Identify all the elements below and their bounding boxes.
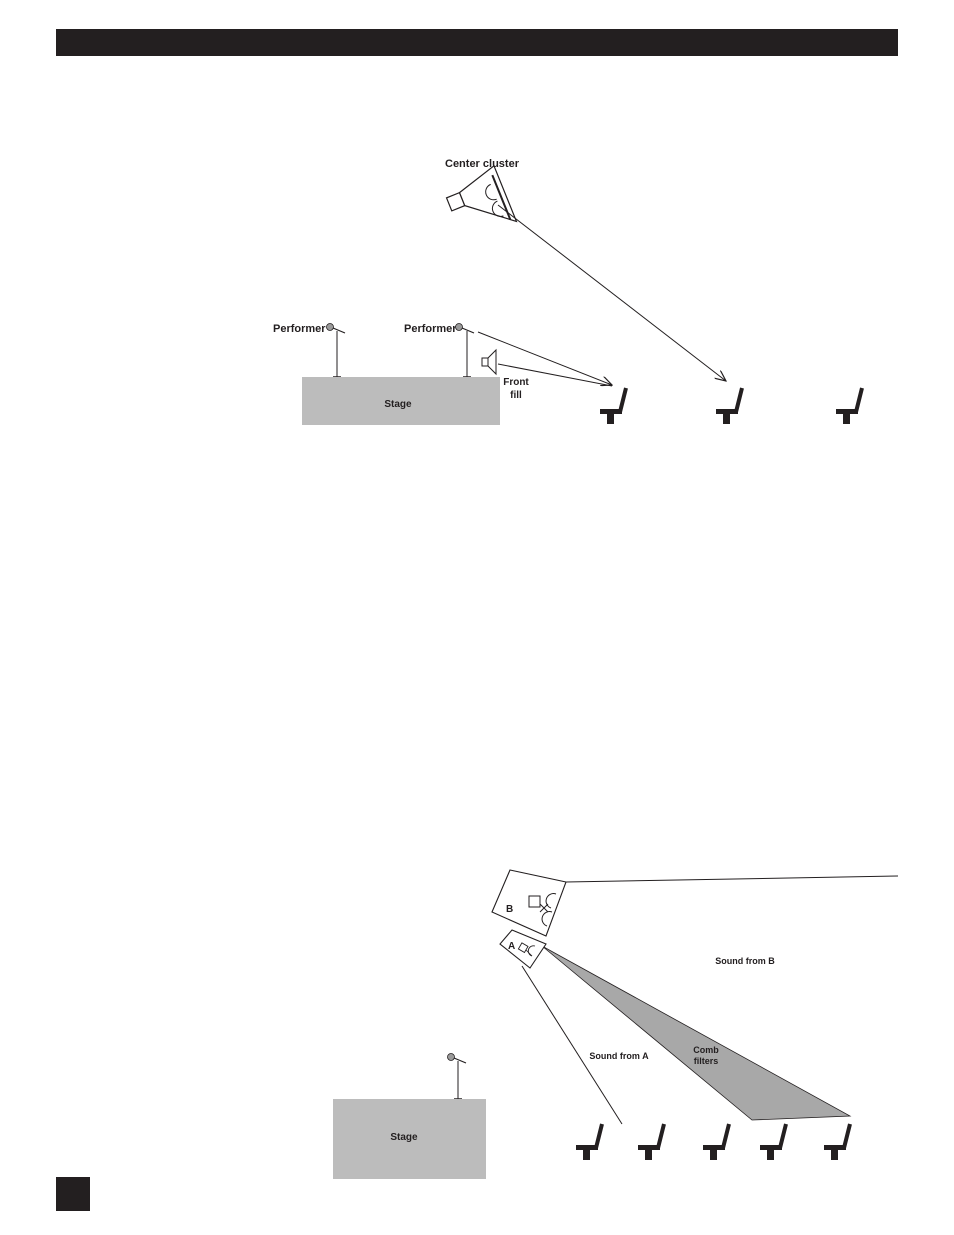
comb-filter-region — [542, 946, 850, 1120]
speaker-b-icon — [492, 870, 566, 936]
seat-icon — [716, 388, 742, 424]
seat-icon — [824, 1124, 850, 1160]
comb-filters-label-line1: Comb — [693, 1045, 719, 1055]
center-cluster-sound-path — [498, 205, 726, 381]
seat-icon — [638, 1124, 664, 1160]
front-fill-speaker-icon — [482, 350, 496, 374]
seat-icon — [836, 388, 862, 424]
speaker-b-coverage-line — [566, 876, 898, 882]
performer-label-right: Performer — [404, 323, 457, 335]
speaker-a-icon — [500, 930, 546, 968]
comb-filters-label-line2: filters — [694, 1056, 719, 1066]
center-cluster-label: Center cluster — [445, 158, 520, 170]
microphone-right-icon — [456, 324, 475, 378]
front-fill-label-line1: Front — [503, 377, 529, 388]
front-fill-label-line2: fill — [510, 390, 522, 401]
seat-icon — [760, 1124, 786, 1160]
sound-from-a-label: Sound from A — [589, 1051, 649, 1061]
figure-bottom: B A Sound from B Sound from A Comb filte… — [333, 870, 898, 1179]
stage-label-bottom: Stage — [390, 1132, 418, 1143]
microphone-icon — [448, 1054, 467, 1100]
seat-icon — [703, 1124, 729, 1160]
performer-label-left: Performer — [273, 323, 326, 335]
microphone-left-icon — [327, 324, 346, 378]
page-number-tab — [56, 1177, 90, 1211]
figure-top: Center cluster Performer Performer — [273, 158, 862, 425]
speaker-a-label: A — [508, 941, 515, 952]
seat-icon — [600, 388, 626, 424]
stage-label-top: Stage — [384, 399, 412, 410]
seat-icon — [576, 1124, 602, 1160]
sound-from-b-label: Sound from B — [715, 956, 775, 966]
center-cluster-speaker-icon — [442, 166, 516, 243]
speaker-b-label: B — [506, 904, 513, 915]
